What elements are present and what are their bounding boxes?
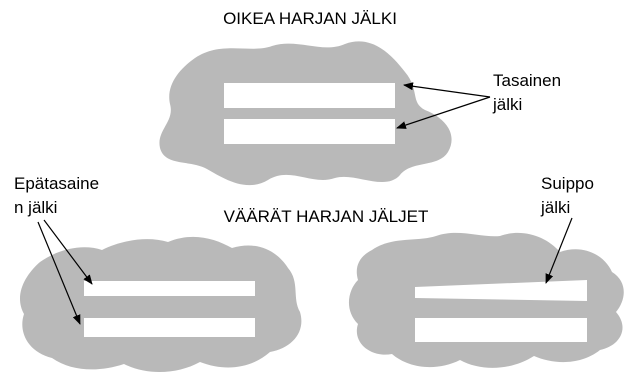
- tapered-trace-group: [348, 232, 624, 368]
- arrow-even-lower: [396, 96, 491, 129]
- tapered-trace-stripe-upper: [415, 280, 587, 301]
- callout-tapered-line1: Suippo: [541, 174, 594, 193]
- arrow-tapered: [545, 217, 573, 284]
- uneven-trace-stripe-upper: [84, 281, 255, 296]
- arrow-uneven-upper: [43, 219, 93, 285]
- callout-uneven-line2: n jälki: [14, 198, 57, 217]
- tapered-trace-stripe-lower: [415, 318, 587, 342]
- arrow-uneven-lower: [37, 221, 81, 325]
- callout-uneven-line1: Epätasaine: [14, 174, 99, 193]
- correct-trace-blob: [159, 41, 452, 186]
- callout-tapered-line2: jälki: [540, 198, 570, 217]
- title-wrong-traces: VÄÄRÄT HARJAN JÄLJET: [224, 207, 429, 226]
- arrow-even-upper: [403, 82, 491, 98]
- callout-even-line2: jälki: [492, 95, 522, 114]
- title-correct-trace: OIKEA HARJAN JÄLKI: [223, 9, 397, 28]
- correct-trace-group: [159, 41, 452, 186]
- correct-trace-stripe-lower: [224, 119, 395, 144]
- uneven-trace-group: [19, 236, 302, 373]
- uneven-trace-blob: [19, 236, 302, 373]
- uneven-trace-stripe-lower: [84, 318, 255, 337]
- callout-even-line1: Tasainen: [493, 71, 561, 90]
- correct-trace-stripe-upper: [224, 83, 395, 108]
